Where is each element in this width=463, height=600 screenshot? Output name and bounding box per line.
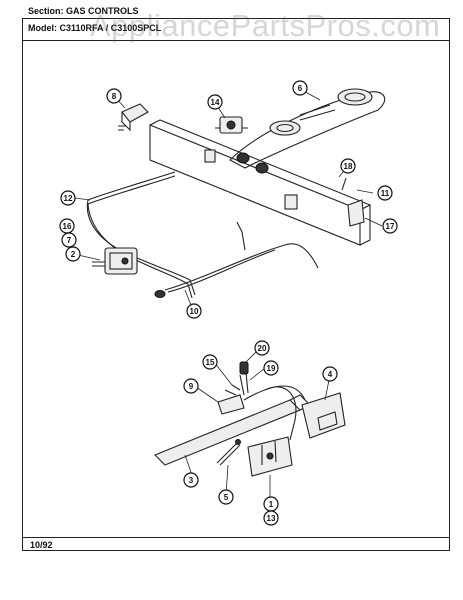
callout-label: 9 — [189, 382, 194, 391]
callout-label: 16 — [63, 222, 72, 231]
callout-13: 13 — [263, 510, 279, 526]
footer-date: 10/92 — [30, 540, 53, 550]
watermark-text: AppliancePartsPros.com — [90, 8, 441, 43]
callout-label: 7 — [67, 236, 72, 245]
callout-label: 13 — [267, 514, 276, 523]
callout-label: 10 — [190, 307, 199, 316]
callout-2: 2 — [65, 246, 81, 262]
callout-label: 11 — [381, 189, 390, 198]
burner-manifold — [149, 119, 372, 246]
callout-label: 14 — [211, 98, 220, 107]
pilot-assembly-9 — [217, 361, 306, 415]
footer-divider — [22, 537, 450, 538]
section-label: Section: — [28, 6, 64, 16]
callout-label: 19 — [267, 364, 276, 373]
thermocouple-10 — [154, 221, 319, 298]
callout-group: 8 14 6 18 11 17 12 16 7 2 10 15 20 19 9 4 3 5 1 13 — [59, 80, 398, 526]
callout-label: 3 — [189, 476, 194, 485]
callout-label: 12 — [64, 194, 73, 203]
section-value: GAS CONTROLS — [66, 6, 139, 16]
callout-17: 17 — [382, 218, 398, 234]
valve-part-14 — [215, 116, 248, 134]
valve-part-8 — [118, 103, 149, 132]
burner-assembly — [229, 88, 386, 174]
callout-label: 2 — [71, 250, 76, 259]
callout-label: 1 — [269, 500, 274, 509]
diagram-frame — [22, 18, 450, 551]
callout-8: 8 — [106, 88, 122, 104]
callout-20: 20 — [254, 340, 270, 356]
section-row: Section: GAS CONTROLS — [28, 6, 139, 16]
callout-7: 7 — [61, 232, 77, 248]
callout-label: 6 — [298, 84, 303, 93]
callout-label: 20 — [258, 344, 267, 353]
model-value: C3110RFA / C3100SPCL — [59, 23, 162, 33]
callout-label: 4 — [328, 370, 333, 379]
bracket-part-17 — [341, 177, 365, 227]
callout-label: 5 — [224, 493, 229, 502]
model-label: Model: — [28, 23, 57, 33]
leader-lines — [74, 88, 383, 505]
callout-11: 11 — [377, 185, 393, 201]
callout-15: 15 — [202, 354, 218, 370]
model-row: Model: C3110RFA / C3100SPCL — [28, 23, 161, 33]
callout-1: 1 — [263, 496, 279, 512]
callout-19: 19 — [263, 360, 279, 376]
callout-10: 10 — [186, 303, 202, 319]
callout-18: 18 — [340, 158, 356, 174]
gas-tube-12 — [86, 171, 196, 299]
thermostat-1 — [247, 436, 293, 477]
callout-label: 17 — [386, 222, 395, 231]
screw-5 — [216, 439, 241, 466]
callout-4: 4 — [322, 366, 338, 382]
callout-9: 9 — [183, 378, 199, 394]
callout-6: 6 — [292, 80, 308, 96]
bracket-part-4 — [301, 392, 346, 439]
callout-5: 5 — [218, 489, 234, 505]
gas-valve-2 — [92, 247, 138, 275]
callout-label: 15 — [206, 358, 215, 367]
callout-label: 8 — [112, 92, 117, 101]
callout-12: 12 — [60, 190, 76, 206]
header-divider — [22, 40, 450, 41]
callout-14: 14 — [207, 94, 223, 110]
callout-16: 16 — [59, 218, 75, 234]
callout-label: 18 — [344, 162, 353, 171]
callout-3: 3 — [183, 472, 199, 488]
